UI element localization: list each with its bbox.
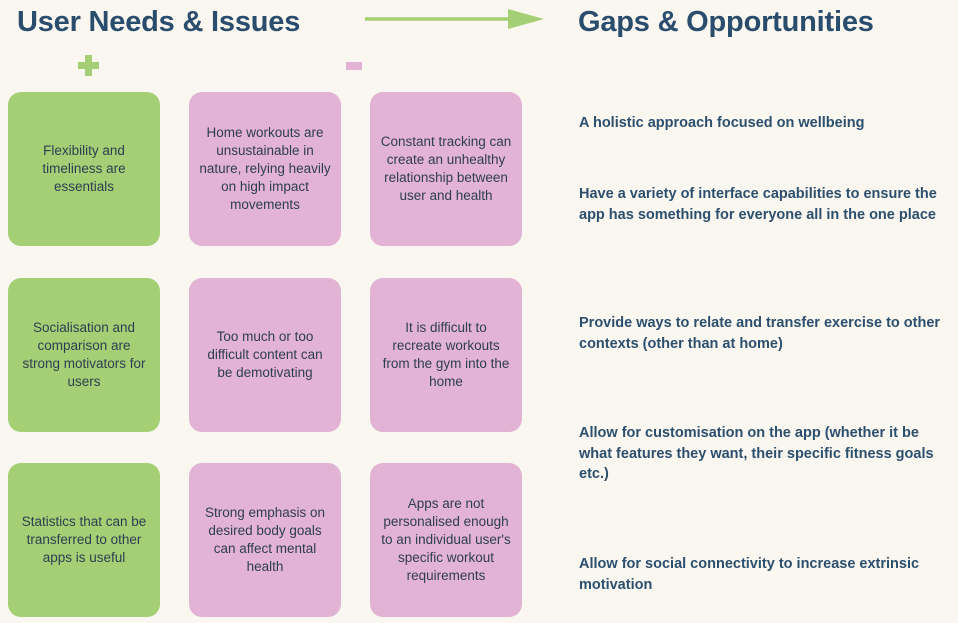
insight-card-text: Home workouts are unsustainable in natur…	[199, 125, 331, 212]
insight-card[interactable]: Too much or too difficult content can be…	[189, 278, 341, 432]
insight-card[interactable]: Statistics that can be transferred to ot…	[8, 463, 160, 617]
page-title-gaps-opportunities: Gaps & Opportunities	[578, 6, 874, 38]
insight-card-text: Too much or too difficult content can be…	[207, 329, 323, 380]
insight-card-text: Socialisation and comparison are strong …	[22, 320, 146, 389]
plus-icon	[78, 55, 99, 76]
needs-issues-grid: Flexibility and timeliness are essential…	[8, 92, 522, 617]
minus-icon	[346, 62, 362, 70]
insight-card-text: Strong emphasis on desired body goals ca…	[204, 505, 326, 574]
insight-card[interactable]: It is difficult to recreate workouts fro…	[370, 278, 522, 432]
opportunity-item: A holistic approach focused on wellbeing	[579, 115, 865, 131]
board-header: User Needs & Issues Gaps & Opportunities	[0, 0, 958, 44]
insight-card-text: Apps are not personalised enough to an i…	[381, 496, 511, 583]
right-arrow-icon	[362, 4, 548, 34]
insight-card[interactable]: Constant tracking can create an unhealth…	[370, 92, 522, 246]
opportunity-item: Allow for customisation on the app (whet…	[579, 425, 934, 483]
insight-card[interactable]: Strong emphasis on desired body goals ca…	[189, 463, 341, 617]
page-title-user-needs: User Needs & Issues	[17, 6, 301, 38]
insight-card-text: Flexibility and timeliness are essential…	[42, 143, 126, 194]
opportunity-item: Allow for social connectivity to increas…	[579, 556, 920, 593]
insight-card-text: It is difficult to recreate workouts fro…	[382, 320, 510, 389]
insight-card[interactable]: Apps are not personalised enough to an i…	[370, 463, 522, 617]
insight-card[interactable]: Socialisation and comparison are strong …	[8, 278, 160, 432]
insight-card[interactable]: Flexibility and timeliness are essential…	[8, 92, 160, 246]
opportunity-item: Have a variety of interface capabilities…	[579, 186, 937, 223]
insight-card-text: Constant tracking can create an unhealth…	[380, 134, 512, 203]
insight-card[interactable]: Home workouts are unsustainable in natur…	[189, 92, 341, 246]
opportunities-list: A holistic approach focused on wellbeing…	[579, 92, 944, 616]
opportunity-item: Provide ways to relate and transfer exer…	[579, 315, 941, 352]
insight-card-text: Statistics that can be transferred to ot…	[21, 514, 147, 565]
